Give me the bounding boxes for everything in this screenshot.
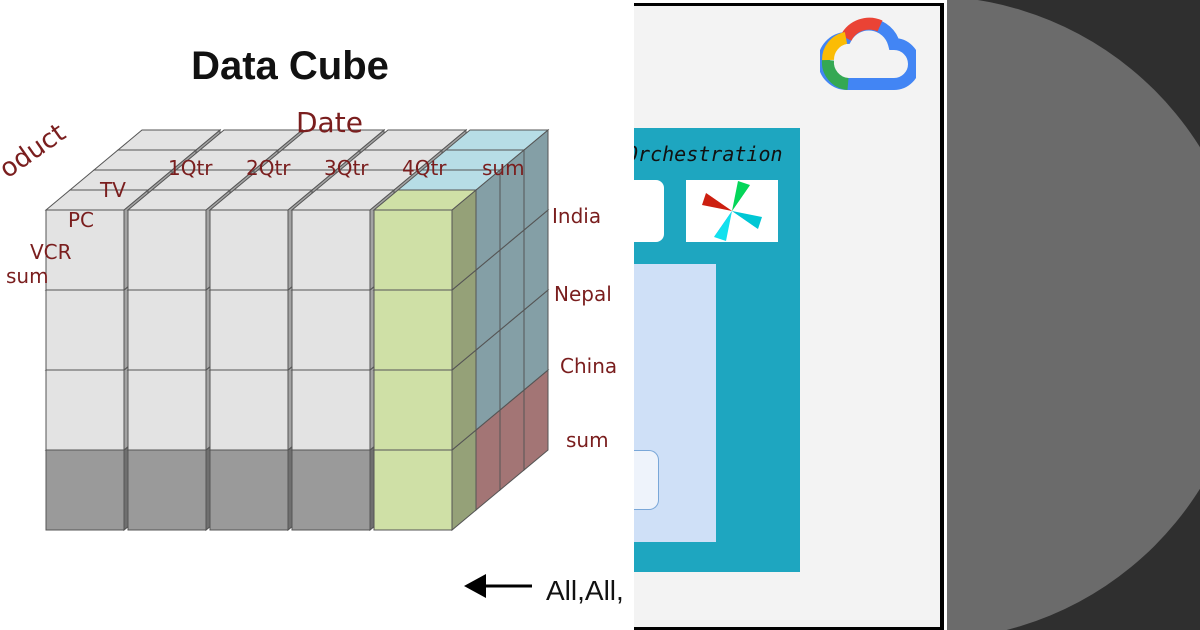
cube-cell-front: [209, 449, 289, 531]
gray-disc-shape: [947, 0, 1200, 630]
cube-cell-front: [127, 209, 207, 291]
product-row-pc: PC: [68, 208, 95, 232]
date-col-2qtr: 2Qtr: [246, 156, 291, 180]
country-india: India: [552, 204, 602, 228]
date-col-1qtr: 1Qtr: [168, 156, 213, 180]
cube-cell-front: [127, 369, 207, 451]
cube-cell-front: [209, 369, 289, 451]
cube-cell-front: [291, 209, 371, 291]
cube-cell-front: [45, 449, 125, 531]
inner-card: [634, 450, 659, 510]
date-col-4qtr: 4Qtr: [402, 156, 447, 180]
cube-cell-front: [45, 289, 125, 371]
product-row-vcr: VCR: [30, 240, 72, 264]
cube-cell-front: [291, 289, 371, 371]
architecture-panel: Orchestration: [634, 0, 947, 630]
date-col-3qtr: 3Qtr: [324, 156, 369, 180]
cube-cell-front: [209, 209, 289, 291]
cube-cell-front: [209, 289, 289, 371]
dark-side-panel: [947, 0, 1200, 630]
product-row-tv: TV: [100, 178, 126, 202]
data-cube-panel: Data Cube Date oduct 1Qtr 2Qtr 3Qtr 4Qtr…: [0, 44, 624, 606]
airflow-icon: [702, 181, 762, 241]
cube-cell-front: [373, 289, 453, 371]
cube-cell-front: [373, 449, 453, 531]
orchestration-title: Orchestration: [634, 142, 783, 166]
product-row-sum: sum: [6, 264, 49, 288]
date-axis-label: Date: [296, 106, 363, 139]
country-china: China: [560, 354, 618, 378]
google-cloud-icon: [820, 17, 916, 90]
airflow-logo: [686, 180, 778, 242]
cube-cell-front: [45, 209, 125, 291]
cube-cell-front: [291, 369, 371, 451]
cube-cell-front: [373, 209, 453, 291]
cube-cell-front: [45, 369, 125, 451]
cube-cell-front: [127, 449, 207, 531]
arrow-head: [464, 574, 486, 598]
cube-cell-front: [373, 369, 453, 451]
date-col-sum: sum: [482, 156, 525, 180]
cube-cell-front: [127, 289, 207, 371]
country-nepal: Nepal: [554, 282, 612, 306]
data-cube-diagram: [44, 128, 550, 598]
country-sum: sum: [566, 428, 609, 452]
data-cube-title: Data Cube: [191, 44, 389, 88]
service-box: [634, 180, 664, 242]
cube-cell-front: [291, 449, 371, 531]
arrow-annotation: All,All,: [546, 575, 624, 606]
